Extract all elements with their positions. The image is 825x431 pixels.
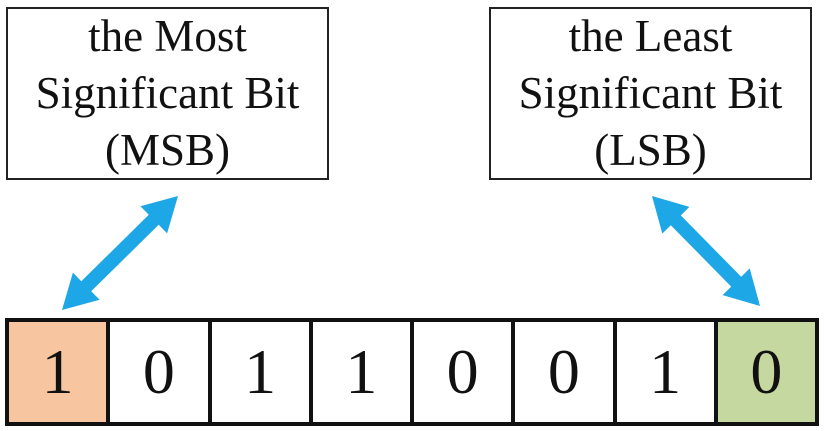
bit-row: 1 0 1 1 0 0 1 0 xyxy=(5,318,819,426)
msb-label-line2: Significant Bit xyxy=(35,68,300,118)
bit-cell: 0 xyxy=(511,322,613,422)
lsb-double-arrow-icon xyxy=(652,196,760,306)
double-arrow-shape xyxy=(652,196,760,306)
double-arrow-shape xyxy=(62,196,178,310)
bit-cell-msb: 1 xyxy=(9,322,107,422)
lsb-label-line3: (LSB) xyxy=(594,125,707,175)
bit-cell: 1 xyxy=(612,322,714,422)
msb-label-line3: (MSB) xyxy=(104,125,231,175)
bit-cell: 0 xyxy=(410,322,512,422)
bit-cell-lsb: 0 xyxy=(713,322,815,422)
lsb-label-line2: Significant Bit xyxy=(518,68,783,118)
lsb-label-line1: the Least xyxy=(568,11,733,61)
bit-cell: 1 xyxy=(308,322,410,422)
bit-cell: 1 xyxy=(207,322,309,422)
msb-label-line1: the Most xyxy=(88,11,247,61)
msb-double-arrow-icon xyxy=(62,196,178,310)
bit-cell: 0 xyxy=(106,322,208,422)
msb-label-box: the Most Significant Bit (MSB) xyxy=(6,7,329,180)
lsb-label-box: the Least Significant Bit (LSB) xyxy=(489,7,812,180)
